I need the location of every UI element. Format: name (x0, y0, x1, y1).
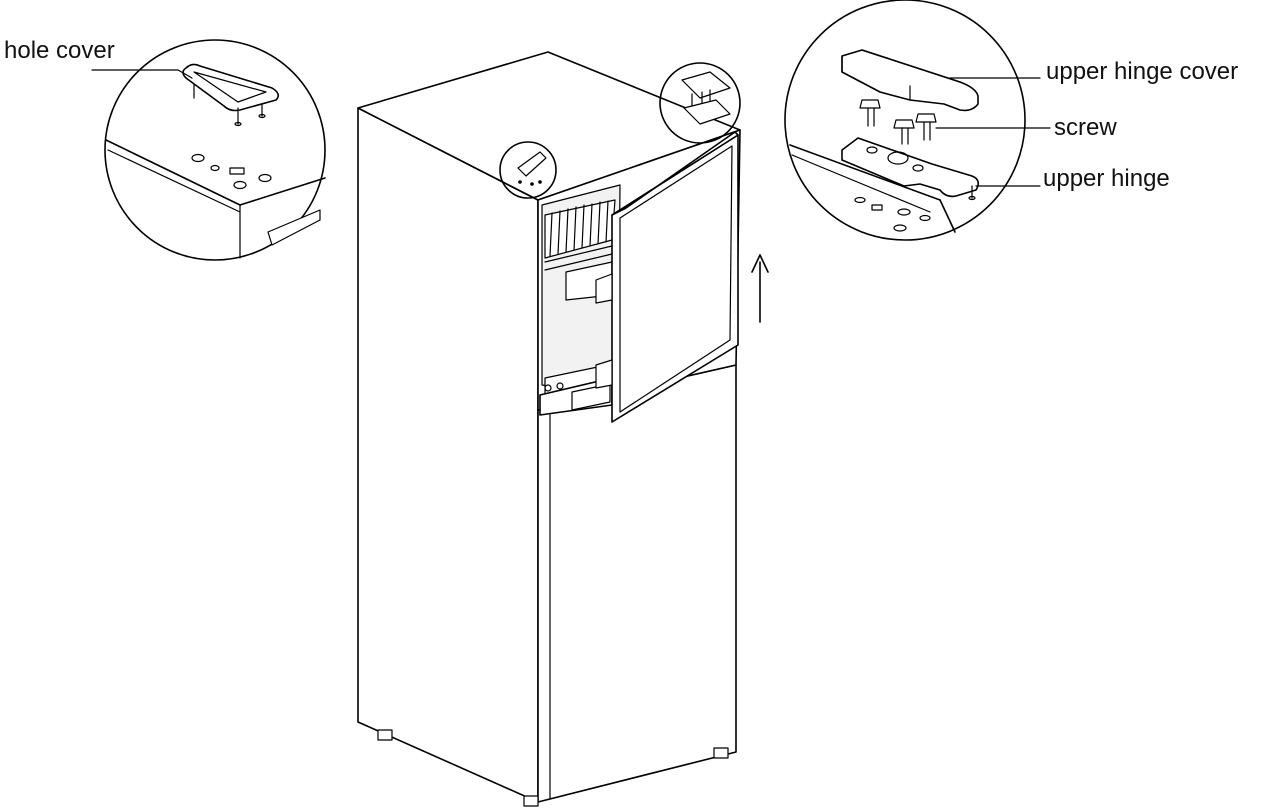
screw-label: screw (1054, 114, 1117, 141)
lift-arrow (751, 254, 769, 323)
foot-left (377, 729, 393, 741)
upper-hinge-cover-part (841, 49, 979, 112)
refrigerator (357, 51, 741, 807)
upper-hinge-label: upper hinge (1043, 165, 1170, 192)
hole-cover-label: hole cover (4, 37, 115, 64)
hole-cover-callout (499, 141, 557, 199)
hole-cover-detail (91, 39, 326, 261)
foot-right (713, 747, 729, 759)
wire-shelf (544, 199, 616, 271)
upper-hinge-detail (784, 0, 1051, 241)
upper-hinge-cover-label: upper hinge cover (1046, 58, 1238, 85)
screw-parts (859, 99, 937, 145)
upper-hinge-callout (659, 62, 741, 144)
foot-front (523, 795, 539, 807)
freezer-door (537, 364, 737, 803)
upper-hinge-part (841, 137, 980, 201)
hole-cover-part (182, 63, 280, 127)
hole-cover-leader (91, 69, 193, 79)
fridge-left-side (357, 107, 539, 803)
